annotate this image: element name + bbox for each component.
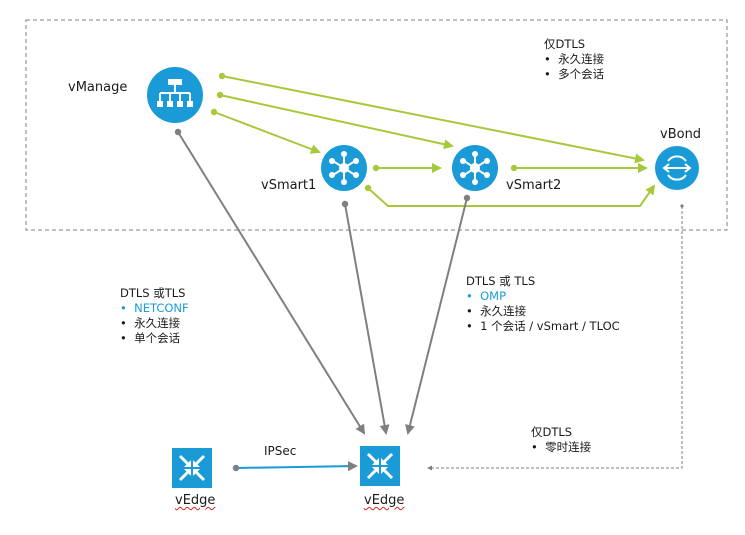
note-title: DTLS 或TLS — [120, 286, 186, 300]
router-arrows-icon[interactable] — [360, 446, 400, 486]
ipsec-label: IPSec — [264, 444, 297, 458]
note-title: 仅DTLS — [531, 425, 573, 439]
vmanage-label: vManage — [68, 80, 128, 95]
note-netconf: DTLS 或TLS • NETCONF • 永久连接 • 单个会话 — [120, 286, 189, 346]
vedge-left-label: vEdge — [175, 493, 216, 508]
controller-hub-icon[interactable] — [452, 145, 498, 191]
link-vmanage-vbond — [218, 72, 645, 164]
note-ztp: 仅DTLS • 零时连接 — [531, 425, 591, 455]
note-item-protocol: • OMP — [466, 289, 507, 303]
vsmart1-label: vSmart1 — [261, 178, 317, 193]
link-vbond-vedge-ztp — [427, 204, 684, 471]
note-item: • 1 个会话 / vSmart / TLOC — [466, 319, 620, 333]
control-plane-boundary — [25, 19, 728, 231]
vbond-label: vBond — [660, 127, 702, 142]
link-vsmart2-vedge — [405, 194, 471, 435]
note-title: DTLS 或 TLS — [466, 274, 536, 288]
vsmart2-label: vSmart2 — [506, 178, 562, 193]
note-omp: DTLS 或 TLS • OMP • 永久连接 • 1 个会话 / vSmart… — [466, 274, 620, 334]
note-item: • 单个会话 — [120, 331, 181, 345]
control-links — [174, 128, 471, 435]
note-item: • 永久连接 — [120, 316, 181, 330]
link-vmanage-vsmart1 — [210, 108, 321, 154]
management-hierarchy-icon[interactable] — [147, 67, 203, 123]
link-vmanage-vedge — [174, 128, 366, 435]
controller-hub-icon[interactable] — [321, 145, 367, 191]
link-ipsec — [232, 461, 358, 472]
orchestrator-icon[interactable] — [655, 146, 699, 190]
link-vsmart1-vedge — [341, 200, 390, 435]
vedge-center-label: vEdge — [364, 493, 405, 508]
note-item: • 永久连接 — [544, 52, 605, 66]
green-links — [210, 72, 656, 207]
note-item: • 永久连接 — [466, 304, 527, 318]
note-item: • 多个会话 — [544, 67, 605, 81]
note-item: • 零时连接 — [531, 440, 592, 454]
note-title: 仅DTLS — [544, 37, 586, 51]
router-arrows-icon[interactable] — [172, 448, 212, 488]
link-vmanage-vsmart2 — [216, 91, 454, 150]
note-control-plane: 仅DTLS • 永久连接 • 多个会话 — [544, 37, 604, 82]
note-item-protocol: • NETCONF — [120, 301, 189, 315]
